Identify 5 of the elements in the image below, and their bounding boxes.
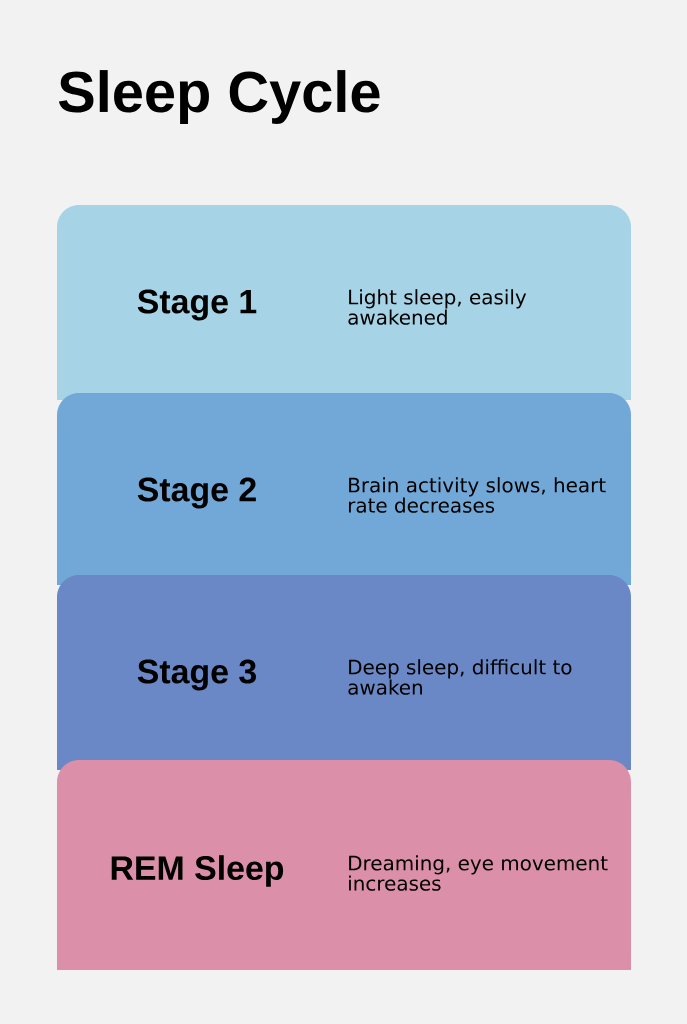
stage-card: Stage 3 Deep sleep, difficult to awaken xyxy=(57,575,631,770)
title: Sleep Cycle xyxy=(58,70,380,124)
stage-card: Stage 2 Brain activity slows, heart rate decreases xyxy=(57,393,631,585)
stage-card: Stage 1 Light sleep, easily awakened xyxy=(57,205,631,400)
stage-card: REM Sleep Dreaming, eye movement increases xyxy=(57,760,631,970)
